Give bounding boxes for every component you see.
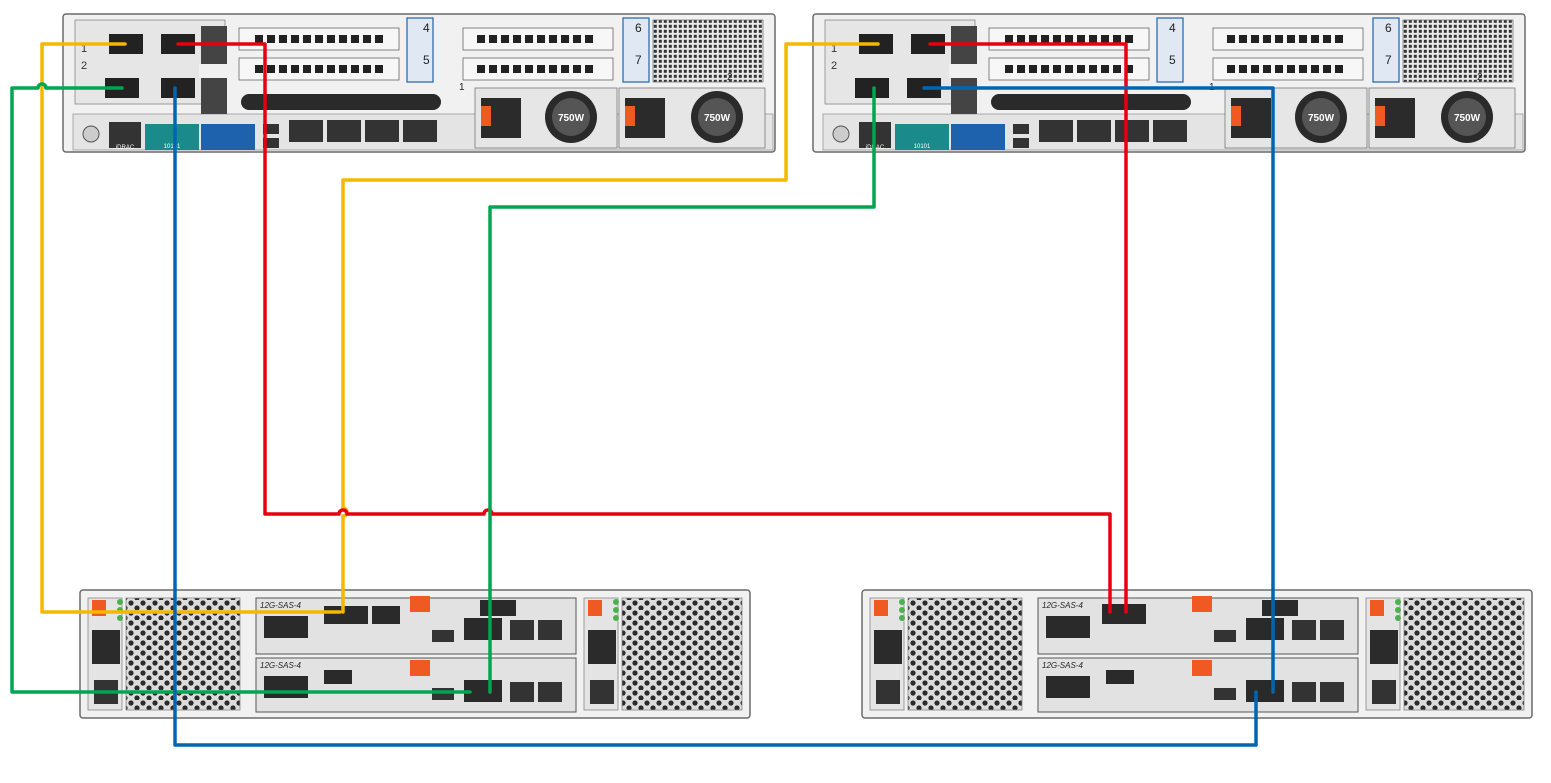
server-1-psu-2-label: 750W (704, 113, 731, 124)
server-1-serial-port (145, 124, 199, 150)
server-2-serial-label: 10101 (914, 144, 931, 150)
server-2-psu-2: 750W (1368, 87, 1516, 149)
server-2-hba1-port-b (911, 34, 945, 54)
server-2-slot-5: 5 (1169, 53, 1176, 67)
cable-yellow-server1-to-enclosure1 (40, 42, 342, 614)
server-1-slot-6: 6 (635, 21, 642, 35)
enclosure-1-controller-a-sas-out (464, 618, 502, 640)
enclosure-1-controller-b-sas-out (464, 680, 502, 702)
server-1-riser-2: 2 (727, 72, 733, 83)
server-1-slot-7: 7 (635, 53, 642, 67)
enclosure-2-controller-b: 12G-SAS-4 (1037, 657, 1359, 713)
storage-enclosure-2: 12G-SAS-4 12G-SAS-4 (861, 589, 1533, 719)
server-2-row-label-1: 1 (831, 43, 837, 55)
enclosure-2-controller-a-label: 12G-SAS-4 (1042, 601, 1083, 610)
cable-blue-server2-to-enclosure2 (922, 86, 1275, 694)
server-2-slot-7: 7 (1385, 53, 1392, 67)
storage-enclosure-1: 12G-SAS-4 12G-SAS-4 (79, 589, 751, 719)
cable-red-server2-to-enclosure2 (928, 42, 1128, 614)
cable-green-server2-to-enclosure1 (488, 86, 876, 694)
server-2: 1 2 4 5 1 6 7 2 (812, 13, 1526, 153)
enclosure-1-controller-a: 12G-SAS-4 (255, 596, 577, 655)
server-2-psu-1: 750W (1224, 87, 1368, 149)
server-2-serial-port (895, 124, 949, 150)
server-1-vga-port (201, 124, 255, 150)
enclosure-1-controller-a-label: 12G-SAS-4 (260, 601, 301, 610)
server-1-hba2-port-b (161, 78, 195, 98)
enclosure-2-controller-b-sas-out (1246, 680, 1284, 702)
cable-green-server1-to-enclosure1 (10, 82, 472, 694)
server-2-hba2-port-a (855, 78, 889, 98)
server-1-row-label-1: 1 (81, 43, 87, 55)
enclosure-2-controller-a-sas-out (1246, 618, 1284, 640)
cable-blue-server1-to-enclosure2 (173, 86, 1258, 747)
server-1-idrac-port (109, 122, 141, 148)
server-2-psu-1-label: 750W (1308, 113, 1335, 124)
server-2-slot-4: 4 (1169, 21, 1176, 35)
server-2-row-label-2: 2 (831, 60, 837, 72)
enclosure-2-controller-a-sas-in (1102, 604, 1146, 624)
server-1-slot-5: 5 (423, 53, 430, 67)
enclosure-1-controller-b: 12G-SAS-4 (255, 657, 577, 713)
server-2-psu-2-label: 750W (1454, 113, 1481, 124)
server-1-idrac-label: iDRAC (116, 145, 135, 151)
server-1-riser-1: 1 (459, 82, 465, 93)
server-1-psu-2: 750W (618, 87, 766, 149)
server-1-psu-1-label: 750W (558, 113, 585, 124)
server-1-psu-1: 750W (474, 87, 618, 149)
server-2-vga-port (951, 124, 1005, 150)
server-1-slot-4: 4 (423, 21, 430, 35)
enclosure-1-controller-b-label: 12G-SAS-4 (260, 661, 301, 670)
server-2-riser-2: 2 (1477, 72, 1483, 83)
enclosure-2-controller-b-label: 12G-SAS-4 (1042, 661, 1083, 670)
enclosure-2-controller-a: 12G-SAS-4 (1037, 596, 1359, 655)
server-1-serial-label: 10101 (164, 144, 181, 150)
enclosure-1-controller-a-sas-in (324, 606, 368, 624)
server-2-slot-6: 6 (1385, 21, 1392, 35)
server-1-row-label-2: 2 (81, 60, 87, 72)
server-1: 1 2 4 5 1 6 7 2 (62, 13, 776, 153)
